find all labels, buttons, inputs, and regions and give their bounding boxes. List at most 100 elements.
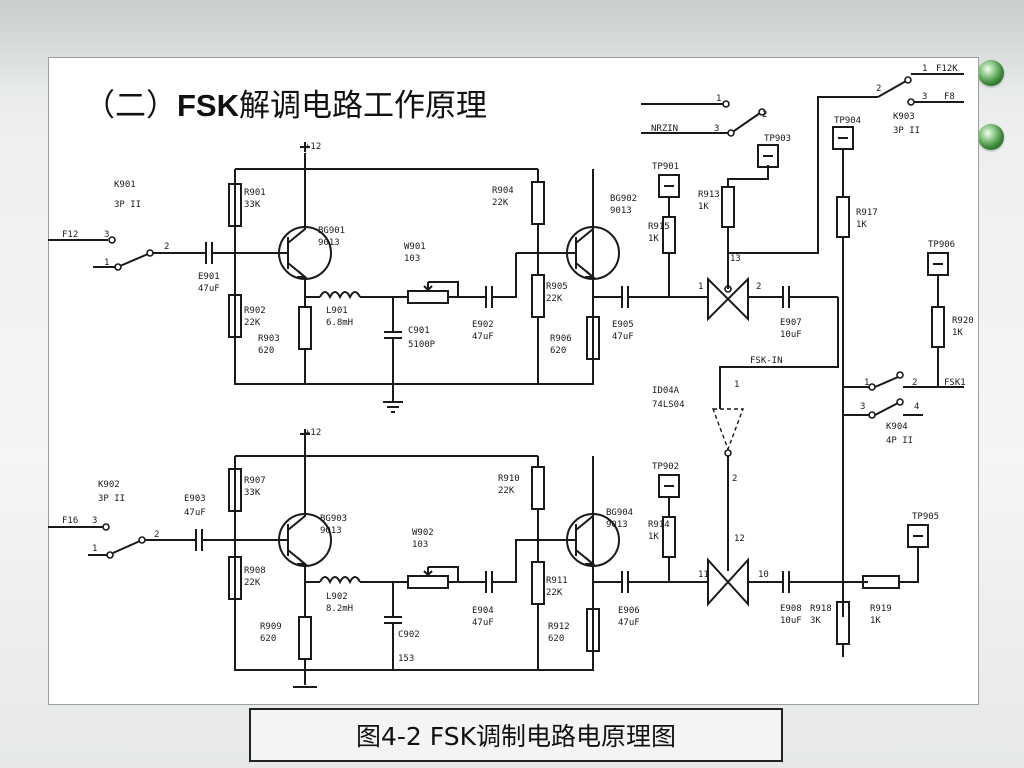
label-r904: R904: [492, 186, 514, 196]
label-ic-type: 74LS04: [652, 400, 685, 410]
label-r912-v: 620: [548, 634, 564, 644]
label-c901-v: 5100P: [408, 340, 436, 350]
label-bg904-v: 9013: [606, 520, 628, 530]
label-r905: R905: [546, 282, 568, 292]
label-w902: W902: [412, 528, 434, 538]
label-bg903: BG903: [320, 514, 347, 524]
label-k901: K901: [114, 180, 136, 190]
label-pin3: 3: [104, 230, 109, 240]
label-k901-type: 3P II: [114, 200, 141, 210]
label-pin1: 1: [104, 258, 109, 268]
label-r918: R918: [810, 604, 832, 614]
label-e907: E907: [780, 318, 802, 328]
label-r911: R911: [546, 576, 568, 586]
label-r901-v: 33K: [244, 200, 261, 210]
label-r908: R908: [244, 566, 266, 576]
label-e903: E903: [184, 494, 206, 504]
label-c902: C902: [398, 630, 420, 640]
schematic-panel: [48, 57, 979, 705]
label-tp904: TP904: [834, 116, 861, 126]
component-labels: +12 +12 K901 3P II K902 3P II K903 3P II…: [62, 64, 974, 664]
label-pin3: 3: [860, 402, 865, 412]
label-r903-v: 620: [258, 346, 274, 356]
label-e904: E904: [472, 606, 494, 616]
label-f16: F16: [62, 516, 78, 526]
label-bg901: BG901: [318, 226, 345, 236]
label-e908: E908: [780, 604, 802, 614]
label-r902-v: 22K: [244, 318, 261, 328]
label-r908-v: 22K: [244, 578, 261, 588]
label-pin3: 3: [714, 124, 719, 134]
label-r907-v: 33K: [244, 488, 261, 498]
label-bg902-v: 9013: [610, 206, 632, 216]
label-k904: K904: [886, 422, 908, 432]
label-r919-v: 1K: [870, 616, 881, 626]
label-r901: R901: [244, 188, 266, 198]
label-r913-v: 1K: [698, 202, 709, 212]
label-r913: R913: [698, 190, 720, 200]
label-r919: R919: [870, 604, 892, 614]
label-tp901: TP901: [652, 162, 679, 172]
label-e908-v: 10uF: [780, 616, 802, 626]
label-pin2: 2: [762, 110, 767, 120]
label-k903: K903: [893, 112, 915, 122]
label-vcc-top: +12: [305, 142, 321, 152]
label-pin2: 2: [154, 530, 159, 540]
label-tp903: TP903: [764, 134, 791, 144]
label-bg903-v: 9013: [320, 526, 342, 536]
label-k902-type: 3P II: [98, 494, 125, 504]
label-g12: 12: [734, 534, 745, 544]
label-r915: R915: [648, 222, 670, 232]
label-e905-v: 47uF: [612, 332, 634, 342]
figure-caption-text: 图4-2 FSK调制电路电原理图: [356, 722, 676, 751]
label-f12k: F12K: [936, 64, 958, 74]
label-k904-type: 4P II: [886, 436, 913, 446]
label-pin2: 2: [164, 242, 169, 252]
label-w901-v: 103: [404, 254, 420, 264]
label-r914: R914: [648, 520, 670, 530]
label-bg902: BG902: [610, 194, 637, 204]
label-pin4: 4: [914, 402, 919, 412]
label-r910: R910: [498, 474, 520, 484]
label-g10: 10: [758, 570, 769, 580]
label-r917-v: 1K: [856, 220, 867, 230]
label-r920: R920: [952, 316, 974, 326]
label-g1: 1: [734, 380, 739, 390]
label-nrzin: NRZIN: [651, 124, 678, 134]
label-r903: R903: [258, 334, 280, 344]
label-w902-v: 103: [412, 540, 428, 550]
bottom-channel: [48, 429, 929, 688]
label-l902: L902: [326, 592, 348, 602]
label-pin1: 1: [864, 378, 869, 388]
label-tp906: TP906: [928, 240, 955, 250]
label-k903-type: 3P II: [893, 126, 920, 136]
label-r914-v: 1K: [648, 532, 659, 542]
label-e903-v: 47uF: [184, 508, 206, 518]
label-pin1: 1: [716, 94, 721, 104]
label-r905-v: 22K: [546, 294, 563, 304]
label-pin1: 1: [92, 544, 97, 554]
label-l901-v: 6.8mH: [326, 318, 353, 328]
label-k902: K902: [98, 480, 120, 490]
label-pin3: 3: [922, 92, 927, 102]
label-r915-v: 1K: [648, 234, 659, 244]
label-e902: E902: [472, 320, 494, 330]
label-pin3: 3: [92, 516, 97, 526]
label-g2: 2: [756, 282, 761, 292]
label-e906-v: 47uF: [618, 618, 640, 628]
label-r918-v: 3K: [810, 616, 821, 626]
label-r920-v: 1K: [952, 328, 963, 338]
green-bullet-icon: [978, 124, 1004, 150]
label-r906: R906: [550, 334, 572, 344]
label-r902: R902: [244, 306, 266, 316]
label-l901: L901: [326, 306, 348, 316]
label-r909-v: 620: [260, 634, 276, 644]
label-f8: F8: [944, 92, 955, 102]
label-e904-v: 47uF: [472, 618, 494, 628]
label-pin2: 2: [876, 84, 881, 94]
label-fsk1: FSK1: [944, 378, 966, 388]
label-e905: E905: [612, 320, 634, 330]
label-l902-v: 8.2mH: [326, 604, 353, 614]
label-c901: C901: [408, 326, 430, 336]
label-g13: 13: [730, 254, 741, 264]
